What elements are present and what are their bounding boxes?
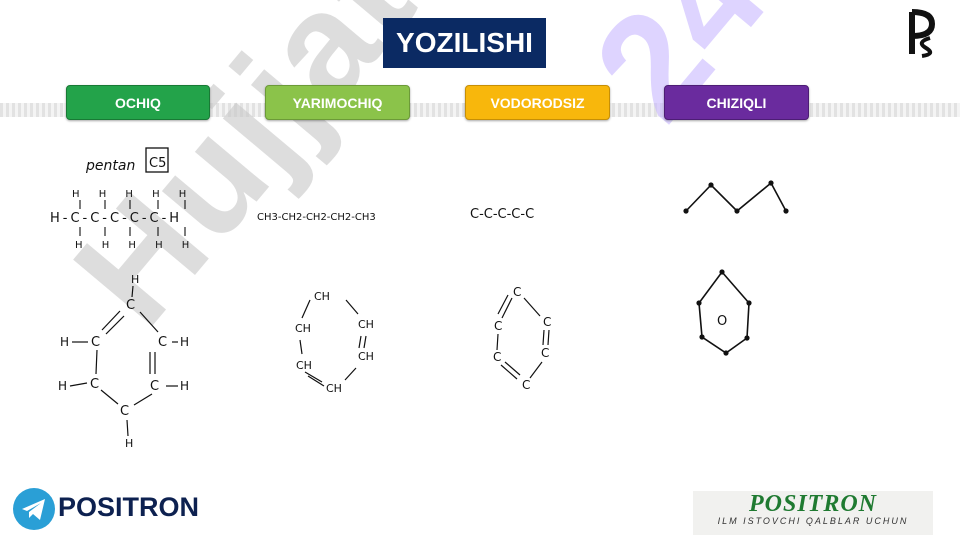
telegram-icon[interactable]: [12, 487, 56, 531]
right-brand-tagline: ILM ISTOVCHI QALBLAR UCHUN: [717, 516, 909, 526]
vod-c-left: C: [494, 319, 502, 333]
ring-center: O: [717, 314, 727, 329]
vod-c-bottom: C: [522, 378, 530, 392]
benzene-h-left: H: [60, 335, 69, 349]
ochiq-chain-bonds: [79, 200, 186, 236]
tab-vodorodsiz[interactable]: VODORODSIZ: [465, 85, 610, 120]
yarim-ch-top: CH: [314, 290, 330, 303]
benzene-c-left2: C: [90, 377, 99, 392]
vod-c-right: C: [543, 315, 551, 329]
vod-c-right2: C: [541, 346, 549, 360]
yarim-ch-bottom: CH: [326, 382, 342, 395]
left-brand: POSITRON: [58, 492, 200, 522]
ochiq-bottom-h: H H H H H: [75, 240, 197, 251]
ochiq-top-h: H H H H H: [72, 189, 194, 200]
right-brand-logo: POSITRON ILM ISTOVCHI QALBLAR UCHUN: [693, 491, 933, 535]
right-brand-name: POSITRON: [748, 491, 877, 517]
yarim-benzene: CH CH CH CH CH CH: [295, 290, 374, 395]
c5-label: C5: [149, 156, 166, 171]
benzene-c-top: C: [126, 298, 135, 313]
yarim-ch-right2: CH: [358, 350, 374, 363]
vodorodsiz-chain: C-C-C-C-C: [470, 207, 534, 222]
vodorodsiz-benzene: C C C C C C: [493, 285, 551, 392]
benzene-h-right2: H: [180, 379, 189, 393]
vod-c-left2: C: [493, 350, 501, 364]
vod-c-top: C: [513, 285, 521, 299]
yarim-chain: CH3-CH2-CH2-CH2-CH3: [257, 212, 376, 223]
chiziqli-hexagon: O: [696, 269, 752, 356]
page-title: YOZILISHI: [383, 18, 546, 68]
tab-chiziqli[interactable]: CHIZIQLI: [664, 85, 809, 120]
ps-logo-icon: [909, 9, 936, 58]
benzene-h-top: H: [131, 273, 139, 286]
pentan-label: pentan: [85, 158, 135, 174]
yarim-ch-right: CH: [358, 318, 374, 331]
benzene-h-bottom: H: [125, 437, 133, 450]
chiziqli-zigzag: [683, 180, 789, 214]
benzene-c-right2: C: [150, 379, 159, 394]
c5-box: [145, 147, 169, 173]
tab-yarimochiq[interactable]: YARIMOCHIQ: [265, 85, 410, 120]
benzene-c-left: C: [91, 335, 100, 350]
yarim-ch-left: CH: [295, 322, 311, 335]
tab-ochiq[interactable]: OCHIQ: [66, 85, 210, 120]
benzene-h-right: H: [180, 335, 189, 349]
benzene-h-left2: H: [58, 379, 67, 393]
ochiq-chain: H-C-C-C-C-C-H: [50, 211, 182, 226]
yarim-ch-left2: CH: [296, 359, 312, 372]
benzene-c-bottom: C: [120, 404, 129, 419]
benzene-c-right: C: [158, 335, 167, 350]
ochiq-benzene: H C H C C H H C C H C H: [58, 273, 189, 450]
